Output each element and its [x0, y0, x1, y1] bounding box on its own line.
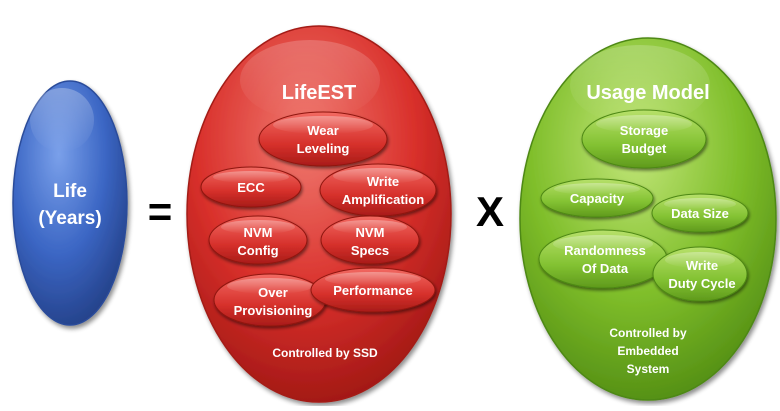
factor-label: Capacity	[570, 191, 625, 206]
factor-label: Leveling	[297, 141, 350, 156]
usage-model-ellipse-group: Usage Model Storage Budget Capacity Data…	[519, 37, 777, 401]
factor-label: Data Size	[671, 206, 729, 221]
usage-model-ellipse-highlight	[570, 45, 710, 125]
factor-label: Budget	[622, 141, 667, 156]
factor-label: Randomness	[564, 243, 646, 258]
factor-label: Storage	[620, 123, 668, 138]
factor-capacity: Capacity	[540, 178, 654, 218]
factor-label: ECC	[237, 180, 265, 195]
life-label-line2: (Years)	[38, 208, 101, 229]
factor-label: Write	[686, 258, 718, 273]
equals-operator: =	[148, 188, 173, 235]
times-operator: X	[476, 188, 504, 235]
life-ellipse-highlight	[30, 88, 94, 152]
usage-model-footer-line2: Embedded	[617, 344, 678, 358]
usage-model-footer-line3: System	[627, 362, 670, 376]
factor-label: Wear	[307, 123, 339, 138]
factor-randomness-of-data: Randomness Of Data	[538, 229, 668, 289]
factor-label: NVM	[356, 225, 385, 240]
life-label-line1: Life	[53, 181, 87, 202]
factor-over-provisioning: Over Provisioning	[213, 273, 327, 327]
factor-label: Amplification	[342, 192, 424, 207]
factor-label: Specs	[351, 243, 389, 258]
factor-write-duty-cycle: Write Duty Cycle	[652, 246, 748, 302]
factor-nvm-specs: NVM Specs	[320, 215, 420, 265]
lifeest-ellipse-highlight	[240, 40, 380, 120]
factor-label: Of Data	[582, 261, 629, 276]
factor-data-size: Data Size	[651, 193, 749, 233]
factor-storage-budget: Storage Budget	[581, 109, 707, 169]
factor-performance: Performance	[310, 267, 436, 313]
factor-label: Duty Cycle	[668, 276, 735, 291]
usage-model-footer-line1: Controlled by	[609, 326, 687, 340]
factor-label: Over	[258, 285, 288, 300]
factor-label: NVM	[244, 225, 273, 240]
factor-label: Provisioning	[234, 303, 313, 318]
lifeest-footer: Controlled by SSD	[272, 346, 378, 360]
factor-nvm-config: NVM Config	[208, 215, 308, 265]
factor-label: Write	[367, 174, 399, 189]
life-ellipse-group: Life (Years)	[12, 80, 128, 326]
factor-label: Config	[237, 243, 278, 258]
lifeest-ellipse-group: LifeEST Wear Leveling ECC Write Amplific…	[186, 25, 452, 403]
factor-write-amplification: Write Amplification	[319, 163, 437, 217]
factor-wear-leveling: Wear Leveling	[258, 111, 388, 167]
usage-model-title: Usage Model	[586, 82, 709, 104]
factor-ecc: ECC	[200, 166, 302, 208]
usage-model-ellipse	[519, 37, 777, 401]
lifeest-title: LifeEST	[282, 82, 356, 104]
factor-label: Performance	[333, 283, 412, 298]
